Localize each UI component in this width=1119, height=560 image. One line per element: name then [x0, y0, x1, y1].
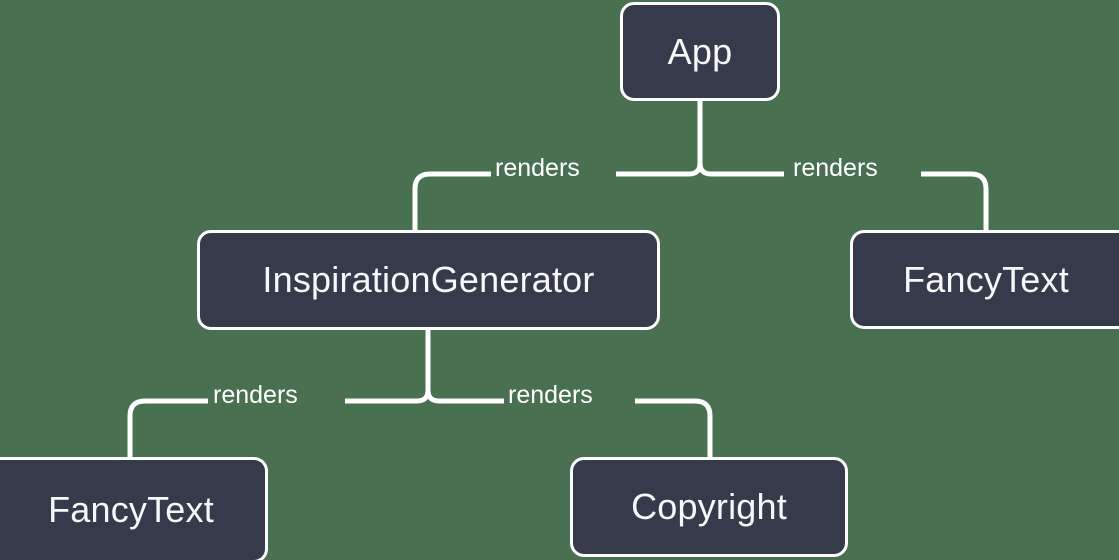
node-copyright-label: Copyright [631, 486, 787, 527]
connector-ig-junction-left [345, 385, 431, 404]
node-fancytext-right[interactable]: FancyText [850, 230, 1119, 329]
edge-label-app-to-fancytext-right: renders [793, 154, 878, 182]
connector-app-junction-right [697, 157, 784, 177]
connector-app-to-inspirationgenerator [412, 171, 491, 231]
node-inspirationgenerator-label: InspirationGenerator [262, 259, 595, 300]
node-fancytext-right-label: FancyText [903, 258, 1069, 300]
node-inspirationgenerator[interactable]: InspirationGenerator [197, 230, 660, 330]
node-fancytext-left-label: FancyText [48, 489, 214, 530]
node-app[interactable]: App [620, 2, 780, 101]
connector-ig-junction-right [425, 385, 504, 404]
node-copyright[interactable]: Copyright [570, 457, 848, 557]
edge-label-app-to-inspirationgenerator: renders [495, 154, 580, 182]
connector-app-junction-left [616, 157, 703, 177]
edge-label-ig-to-fancytext-left: renders [213, 381, 298, 409]
node-app-label: App [667, 30, 733, 72]
connector-ig-to-copyright [635, 398, 713, 458]
connector-app-to-fancytext-right [921, 171, 989, 231]
edge-label-ig-to-copyright: renders [508, 381, 593, 409]
node-fancytext-left[interactable]: FancyText [0, 457, 268, 560]
connector-ig-to-fancytext-left [127, 398, 208, 458]
